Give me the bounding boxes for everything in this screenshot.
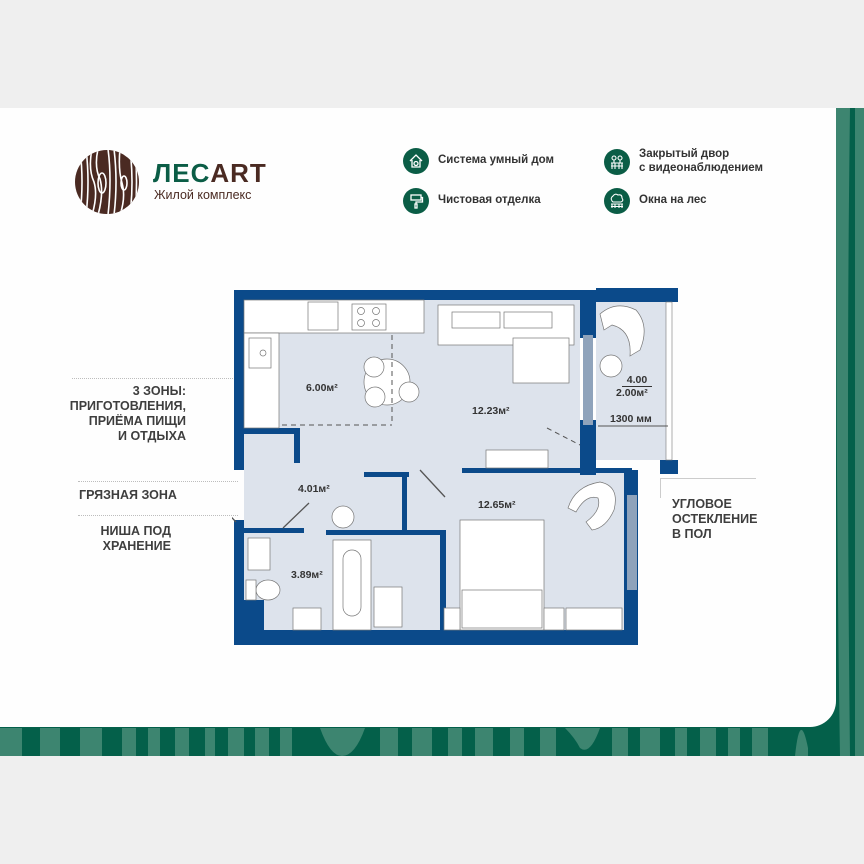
brand-name-part2: ART bbox=[210, 158, 267, 188]
feature-smart-home: Система умный дом bbox=[403, 148, 554, 174]
balcony-area-reduced: 2.00м² bbox=[616, 387, 648, 399]
glazing-callout-line bbox=[660, 478, 756, 498]
callout-line: В ПОЛ bbox=[672, 527, 712, 541]
forest-stripes-decoration bbox=[0, 108, 864, 756]
callout-divider bbox=[72, 378, 237, 379]
brand-name: ЛЕСART bbox=[153, 158, 267, 189]
callout-dirty-zone: ГРЯЗНАЯ ЗОНА bbox=[79, 488, 177, 502]
callout-line: ХРАНЕНИЕ bbox=[102, 539, 171, 553]
room-area-living: 12.23м² bbox=[472, 405, 510, 417]
feature-forest-view: Окна на лес bbox=[604, 188, 707, 214]
callout-line: УГЛОВОЕ bbox=[672, 497, 732, 511]
smart-home-icon bbox=[403, 148, 429, 174]
callout-line: 3 ЗОНЫ: bbox=[132, 384, 186, 398]
callout-line: НИША ПОД bbox=[100, 524, 171, 538]
feature-label-line2: с видеонаблюдением bbox=[639, 161, 764, 174]
room-area-kitchen: 6.00м² bbox=[306, 382, 338, 394]
callout-corner-glazing: УГЛОВОЕ ОСТЕКЛЕНИЕ В ПОЛ bbox=[672, 497, 758, 542]
callout-three-zones: 3 ЗОНЫ: ПРИГОТОВЛЕНИЯ, ПРИЁМА ПИЩИ И ОТД… bbox=[60, 384, 186, 444]
room-area-hall: 4.01м² bbox=[298, 483, 330, 495]
balcony-width: 1300 мм bbox=[610, 413, 652, 425]
forest-window-icon bbox=[604, 188, 630, 214]
callout-storage-niche: НИША ПОД ХРАНЕНИЕ bbox=[70, 524, 171, 554]
fenced-yard-icon bbox=[604, 148, 630, 175]
callout-line: И ОТДЫХА bbox=[117, 429, 186, 443]
feature-label: Окна на лес bbox=[639, 194, 707, 207]
page-background: ЛЕСART Жилой комплекс Система умный дом … bbox=[0, 108, 864, 756]
feature-finishing: Чистовая отделка bbox=[403, 188, 541, 214]
callout-divider bbox=[78, 481, 238, 482]
room-area-bedroom: 12.65м² bbox=[478, 499, 516, 511]
balcony-area-total: 4.00 bbox=[622, 374, 652, 387]
floor-plan bbox=[232, 288, 678, 645]
callout-line: ОСТЕКЛЕНИЕ bbox=[672, 512, 758, 526]
brand-name-part1: ЛЕС bbox=[153, 158, 211, 188]
brand-subtitle: Жилой комплекс bbox=[154, 188, 252, 202]
feature-label: Чистовая отделка bbox=[438, 194, 541, 207]
feature-label-line1: Закрытый двор bbox=[639, 148, 730, 160]
callout-divider bbox=[78, 515, 238, 516]
room-area-bathroom: 3.89м² bbox=[291, 569, 323, 581]
wood-ring-logo-icon bbox=[75, 150, 139, 214]
callout-line: ПРИЁМА ПИЩИ bbox=[88, 414, 186, 428]
paint-roller-icon bbox=[403, 188, 429, 214]
content-card: ЛЕСART Жилой комплекс Система умный дом … bbox=[0, 108, 836, 727]
feature-label: Система умный дом bbox=[438, 154, 555, 167]
callout-line: ПРИГОТОВЛЕНИЯ, bbox=[69, 399, 186, 413]
